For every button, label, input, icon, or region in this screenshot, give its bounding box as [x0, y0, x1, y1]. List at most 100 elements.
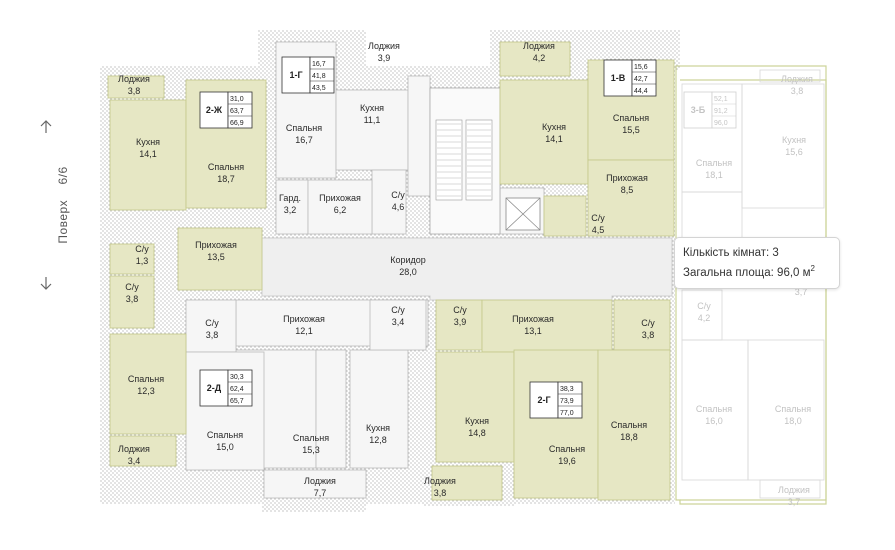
- room-name: С/у: [135, 244, 149, 254]
- floor-indicator[interactable]: Поверх 6/6: [20, 118, 70, 298]
- apartment-area-value: 44,4: [634, 88, 648, 95]
- corridor-area: [261, 237, 673, 301]
- room-area: 18,0: [784, 416, 802, 426]
- room-area: 3,8: [206, 330, 219, 340]
- room-area: 4,6: [392, 202, 405, 212]
- apartment-box-5[interactable]: 2-Г 38,3 73,9 77,0: [529, 381, 583, 419]
- room-label: С/у3,8: [125, 282, 139, 304]
- room-name: Прихожая: [512, 314, 554, 324]
- room-label: Спальня 18,7: [208, 162, 244, 184]
- room-label: С/у 4,6: [391, 190, 405, 212]
- room-area: 18,8: [620, 432, 638, 442]
- room-area: 18,7: [217, 174, 235, 184]
- apartment-area-value: 62,4: [230, 386, 244, 393]
- room-name: Прихожая: [606, 173, 648, 183]
- room-name: С/у: [391, 190, 405, 200]
- room-name: Лоджия: [118, 444, 150, 454]
- apartment-code: 2-Ж: [206, 105, 223, 115]
- apartment-box-0[interactable]: 1-Г16,741,843,5: [281, 56, 335, 94]
- room-area: 3,8: [642, 330, 655, 340]
- room-label: С/у3,4: [391, 305, 405, 327]
- floor-value: 6/6: [56, 166, 70, 185]
- rooms-count-value: 3: [772, 247, 779, 259]
- apartment-box-3[interactable]: 3-Б52,191,296,0: [683, 91, 737, 129]
- room-area: 4,2: [533, 53, 546, 63]
- room-name: Лоджия: [424, 476, 456, 486]
- room-label: С/у3,9: [453, 305, 467, 327]
- apartment-code: 3-Б: [691, 105, 706, 115]
- room-area: 13,1: [524, 326, 542, 336]
- room-name: Спальня: [611, 420, 647, 430]
- room-area: 3,4: [128, 456, 141, 466]
- total-area-unit-sup: 2: [810, 264, 815, 273]
- apartment-area-value: 66,9: [230, 120, 244, 127]
- arrow-up-icon[interactable]: [39, 120, 53, 134]
- room-name: Лоджия: [781, 74, 813, 84]
- room-label: С/у 4,5: [591, 213, 605, 235]
- room-name: С/у: [205, 318, 219, 328]
- room-label: С/у3,8: [641, 318, 655, 340]
- apartment-code: 2-Г: [537, 395, 550, 405]
- room-area: 14,1: [139, 149, 157, 159]
- apartment-area-value: 42,7: [634, 76, 648, 83]
- room-area: 3,4: [392, 317, 405, 327]
- room-name: Прихожая: [283, 314, 325, 324]
- room-name: С/у: [697, 301, 711, 311]
- room-area: 3,9: [378, 53, 391, 63]
- room-area: 12,3: [137, 386, 155, 396]
- room-name: Кухня: [136, 137, 160, 147]
- room-name: Кухня: [465, 416, 489, 426]
- room-area: 4,2: [698, 313, 711, 323]
- room-name: Спальня: [613, 113, 649, 123]
- room-name: С/у: [125, 282, 139, 292]
- room-area: 11,1: [364, 115, 381, 125]
- room-name: С/у: [591, 213, 605, 223]
- apartment-box-1[interactable]: 2-Ж31,063,766,9: [199, 91, 253, 129]
- selected-apartment-rooms: [681, 69, 825, 499]
- room-label: Прихожая 13,1: [512, 314, 554, 336]
- apartment-area-value: 77,0: [560, 410, 574, 417]
- room-area: 3,7: [788, 497, 801, 507]
- apartment-area-value: 38,3: [560, 386, 574, 393]
- apartment-area-value: 52,1: [714, 96, 728, 103]
- rooms-count-line: Кількість кімнат: 3: [683, 245, 831, 261]
- room-label: С/у 4,2: [697, 301, 711, 323]
- room-area: 16,7: [295, 135, 313, 145]
- room-area: 3,2: [284, 205, 297, 215]
- apartment-box-4[interactable]: 2-Д30,362,465,7: [199, 369, 253, 407]
- room-area: 7,7: [314, 488, 327, 498]
- arrow-down-icon[interactable]: [39, 276, 53, 290]
- room-area: 4,5: [592, 225, 605, 235]
- apartment-area-value: 31,0: [230, 96, 244, 103]
- room-label: Гард.3,2: [279, 193, 301, 215]
- stair-steps: [437, 123, 491, 197]
- room-area: 16,0: [705, 416, 723, 426]
- apartment-labels: 1-Г16,741,843,52-Ж31,063,766,91-В15,642,…: [199, 56, 737, 419]
- apartment-area-value: 15,6: [634, 64, 648, 71]
- apartment-area-value: 91,2: [714, 108, 728, 115]
- room-area: 6,2: [334, 205, 347, 215]
- room-name: Спальня: [696, 158, 732, 168]
- room-area: 12,8: [369, 435, 387, 445]
- apartment-area-value: 16,7: [312, 61, 326, 68]
- room-name: Спальня: [208, 162, 244, 172]
- room-area: 12,1: [295, 326, 313, 336]
- room-area: 3,7: [795, 287, 808, 297]
- apartment-area-value: 73,9: [560, 398, 574, 405]
- apartment-box-2[interactable]: 1-В15,642,744,4: [603, 59, 657, 97]
- room-name: Кухня: [366, 423, 390, 433]
- room-area: 3,8: [128, 86, 141, 96]
